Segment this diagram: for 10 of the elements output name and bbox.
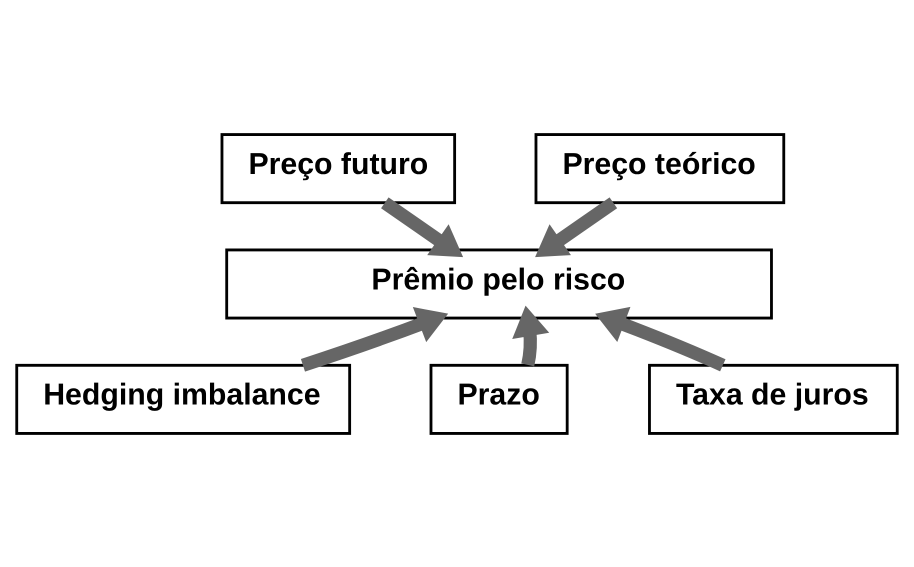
node-box: Prazo [430, 363, 569, 434]
node-box: Preço futuro [220, 132, 456, 204]
arrow [512, 305, 550, 366]
node-box: Taxa de juros [648, 363, 899, 434]
arrow [535, 196, 618, 257]
arrow [381, 196, 464, 257]
node-box: Hedging imbalance [15, 363, 352, 434]
node-box: Preço teórico [534, 132, 786, 204]
node-box: Prêmio pelo risco [225, 248, 773, 319]
arrow [595, 306, 726, 371]
